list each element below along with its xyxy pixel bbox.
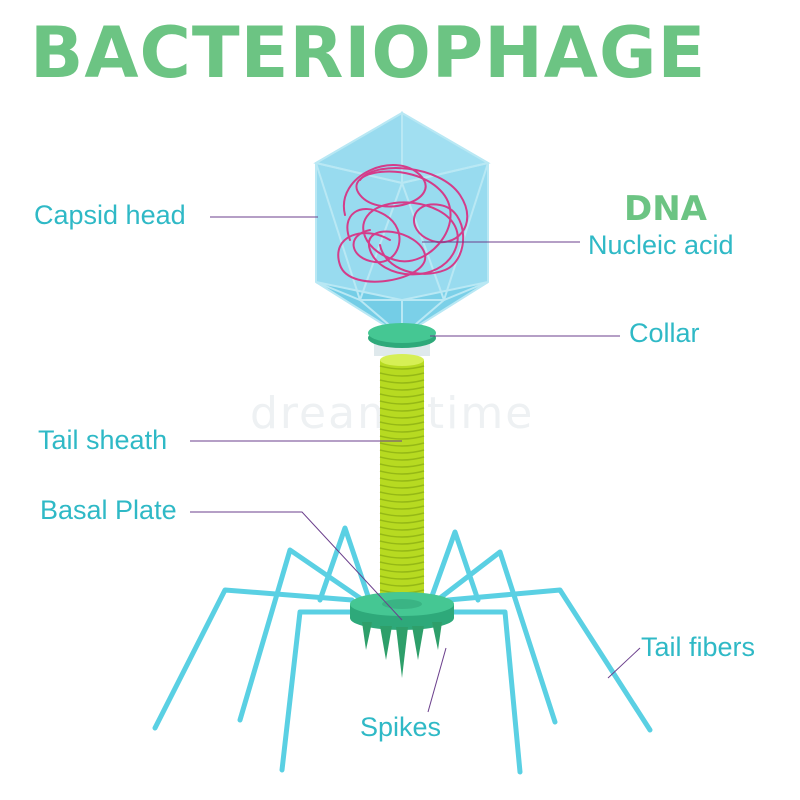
leader-lines <box>190 216 641 713</box>
sheath-ring <box>379 463 425 468</box>
tail-fiber-right-outer <box>445 587 653 733</box>
sheath-ring <box>379 372 425 377</box>
basal-plate <box>350 592 454 630</box>
tail-fiber-left-outer <box>152 587 355 731</box>
sheath-ring <box>379 393 425 398</box>
sheath-ring <box>379 526 425 531</box>
dna-heading: DNA <box>624 189 707 229</box>
sheath-ring <box>379 449 425 454</box>
label-nucleic-acid: Nucleic acid <box>588 230 734 260</box>
sheath-ring <box>379 575 425 580</box>
sheath-ring <box>379 512 425 517</box>
sheath-ring <box>379 421 425 426</box>
tail-fiber-left-inner <box>279 609 373 773</box>
sheath-ring <box>379 477 425 482</box>
sheath-ring <box>379 554 425 559</box>
sheath-ring <box>379 414 425 419</box>
sheath-ring <box>379 428 425 433</box>
spikes <box>362 622 442 678</box>
sheath-ring <box>379 505 425 510</box>
sheath-ring <box>379 491 425 496</box>
sheath-ring <box>379 568 425 573</box>
tail-fiber-right-inner <box>429 609 523 775</box>
dna-strand <box>337 164 469 283</box>
collar <box>368 323 436 356</box>
sheath-ring <box>379 540 425 545</box>
sheath-ring <box>379 470 425 475</box>
label-tail-fibers: Tail fibers <box>641 632 756 662</box>
diagram-title: BACTERIOPHAGE <box>30 12 707 94</box>
label-capsid-head: Capsid head <box>34 200 186 230</box>
sheath-ring <box>379 379 425 384</box>
sheath-ring <box>379 547 425 552</box>
sheath-ring <box>379 407 425 412</box>
sheath-ring <box>379 365 425 370</box>
sheath-ring <box>379 442 425 447</box>
label-collar: Collar <box>629 318 700 348</box>
sheath-ring <box>379 435 425 440</box>
tail-sheath <box>379 354 425 608</box>
sheath-ring <box>379 533 425 538</box>
sheath-ring <box>379 484 425 489</box>
label-spikes: Spikes <box>360 712 442 742</box>
sheath-ring <box>379 519 425 524</box>
sheath-ring <box>379 456 425 461</box>
sheath-ring <box>379 582 425 587</box>
tail-fiber-left-mid <box>237 547 363 723</box>
tail-fiber-left-top <box>317 525 371 603</box>
sheath-ring <box>379 400 425 405</box>
tail-fibers <box>152 525 653 775</box>
tail-fiber-right-top <box>429 529 481 603</box>
sheath-ring <box>379 386 425 391</box>
label-basal-plate: Basal Plate <box>40 495 177 525</box>
sheath-ring <box>379 561 425 566</box>
sheath-ring <box>379 498 425 503</box>
label-tail-sheath: Tail sheath <box>38 425 168 455</box>
tail-fiber-right-mid <box>437 549 558 725</box>
